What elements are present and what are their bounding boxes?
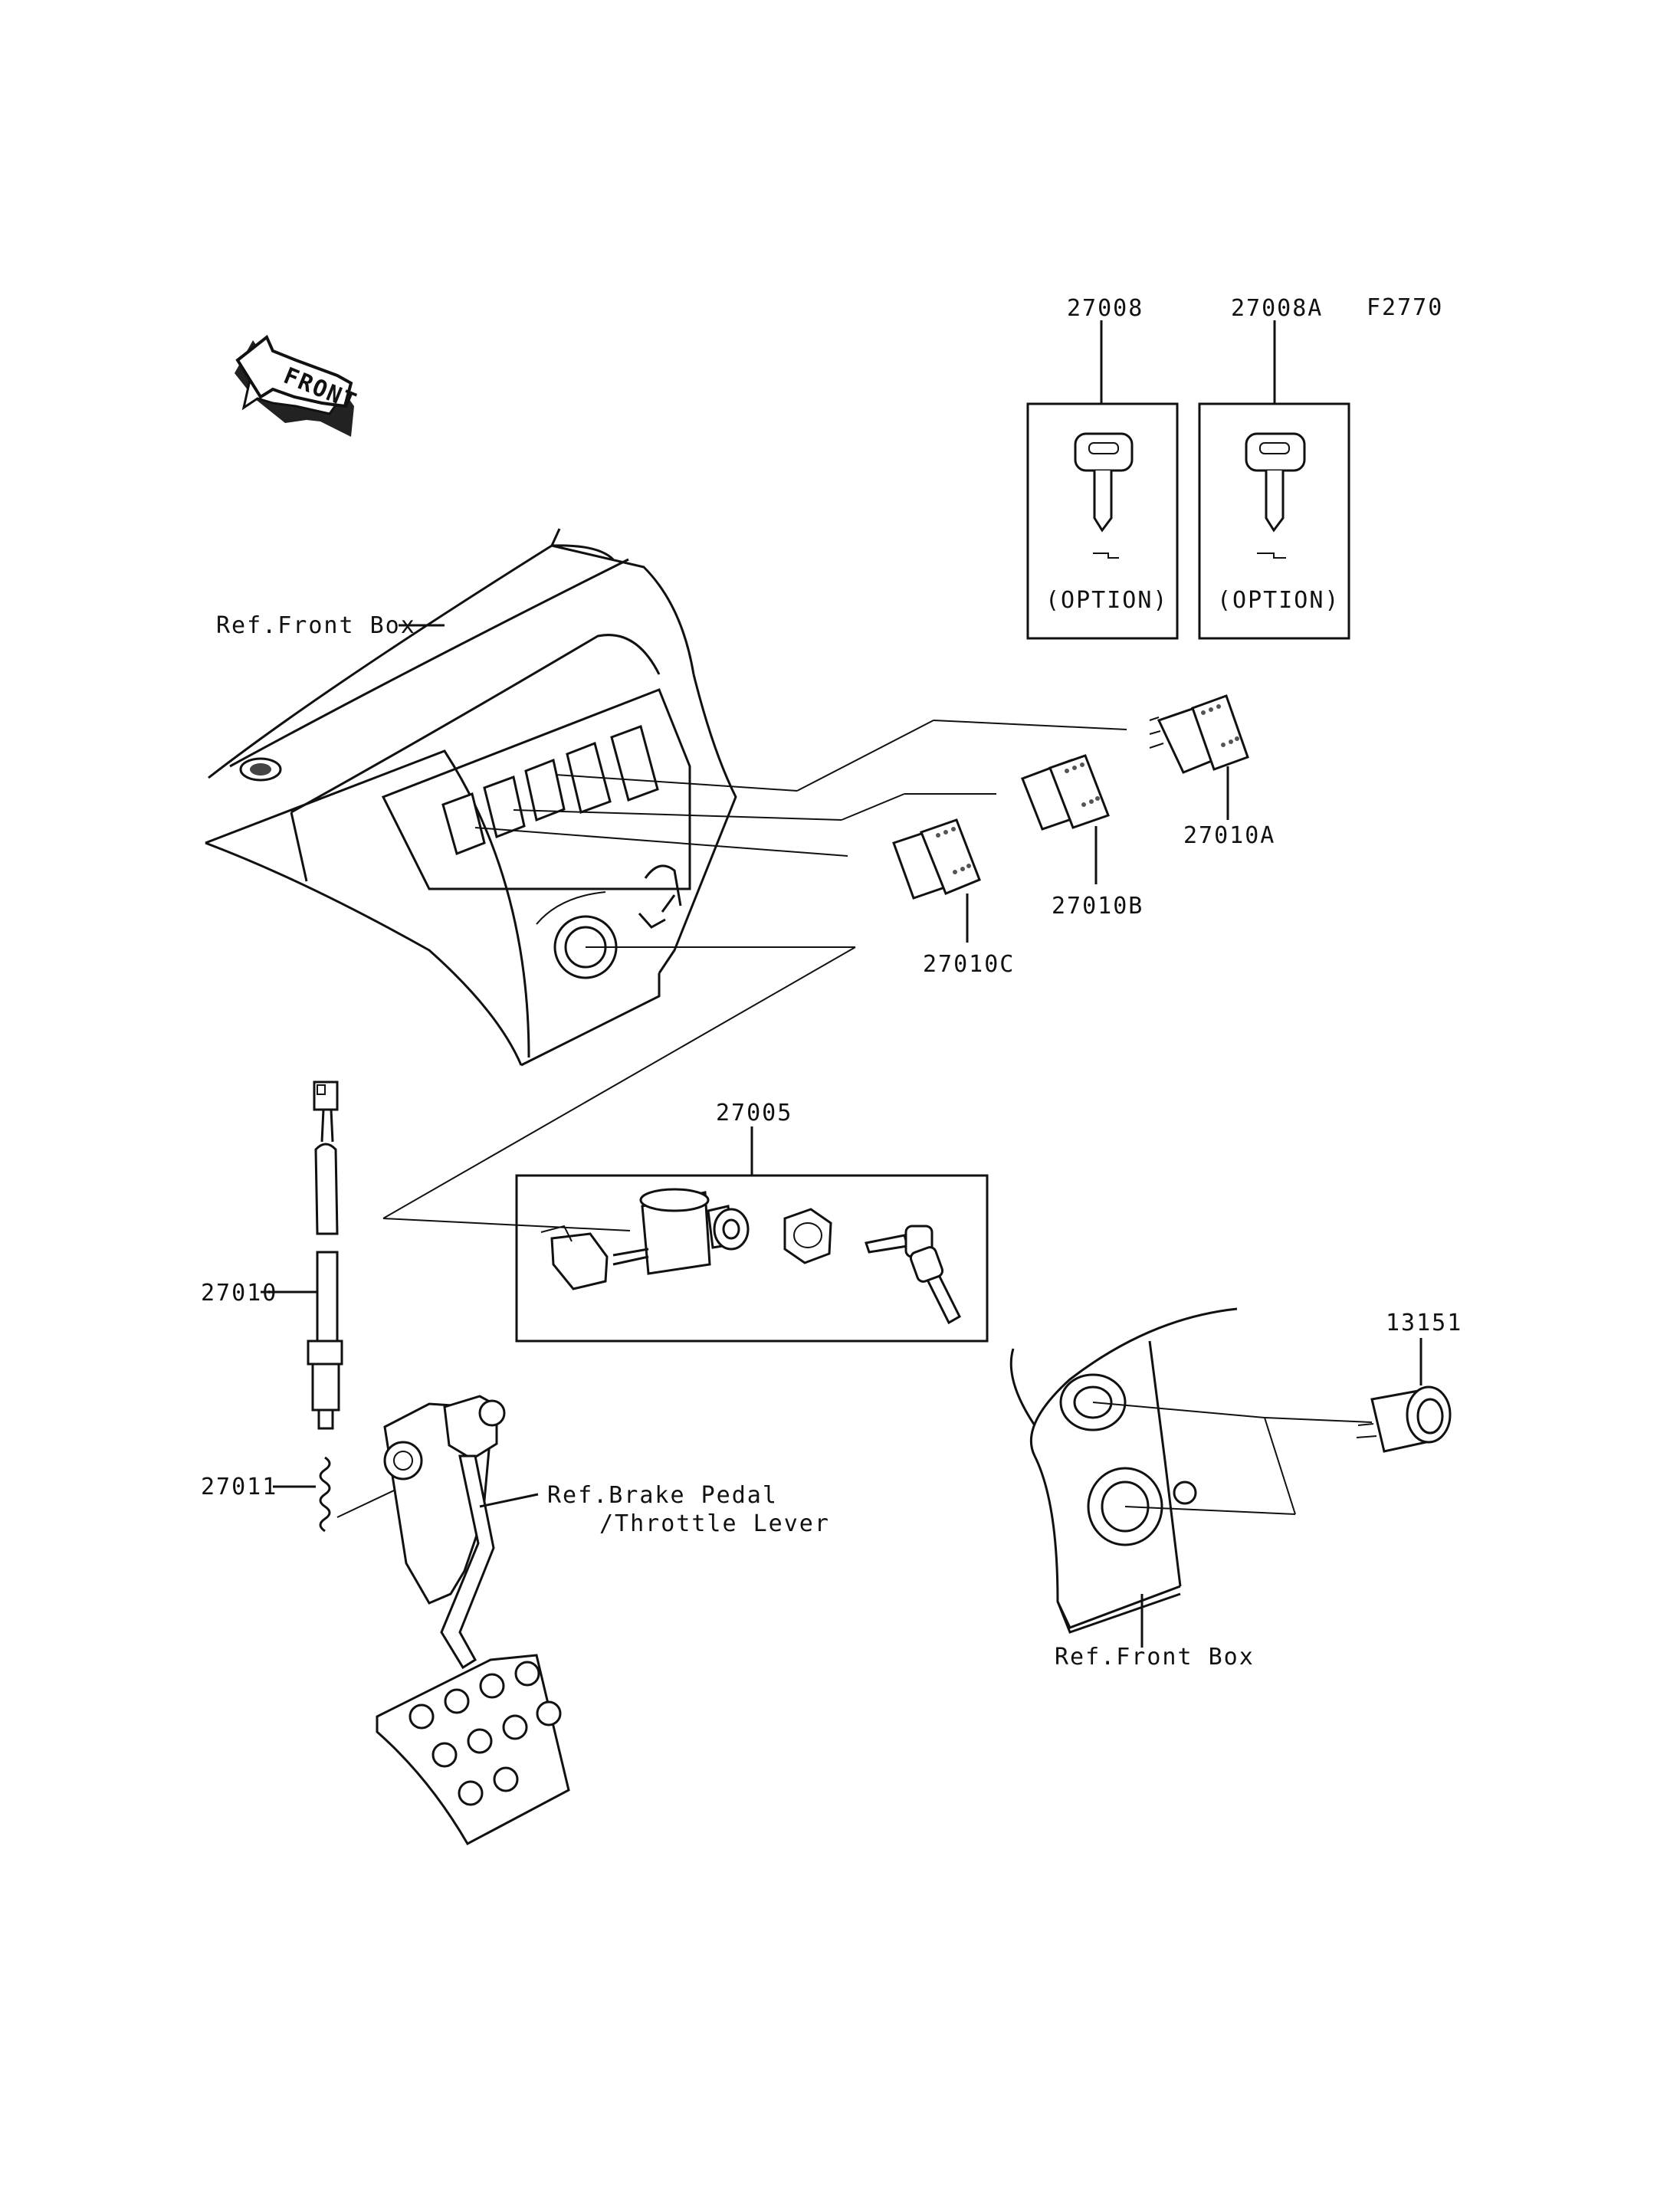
switch-window (441, 725, 659, 855)
key-icon (1245, 432, 1306, 559)
front-arrow-icon: FRONT (235, 334, 361, 437)
option-note-27008a: (OPTION) (1217, 587, 1340, 614)
socket-13151: 13151 (1092, 1310, 1462, 1515)
spring-27011: 27011 (201, 1456, 448, 1533)
rocker-switch-27010a: 27010A (1149, 694, 1275, 849)
part-number-27010a: 27010A (1183, 822, 1275, 849)
rocker-switch-27010b: 27010B (1021, 754, 1144, 920)
figure-code: F2770 (1367, 294, 1443, 321)
ref-brake-pedal-line1: Ref.Brake Pedal (547, 1482, 778, 1509)
key-icon (865, 1225, 961, 1325)
part-number-27011: 27011 (201, 1474, 277, 1500)
part-number-27010b: 27010B (1052, 893, 1144, 920)
part-number-27008a: 27008A (1231, 295, 1323, 322)
ref-front-box-bottom: Ref.Front Box (1055, 1644, 1255, 1671)
brake-switch-27010: 27010 (201, 1080, 343, 1430)
key-icon (1074, 432, 1134, 559)
option-note-27008: (OPTION) (1045, 587, 1169, 614)
ref-front-box-top: Ref.Front Box (216, 612, 416, 639)
part-number-27008: 27008 (1067, 295, 1144, 322)
front-box-lower: Ref.Front Box (1009, 1307, 1255, 1671)
nut-icon (783, 1208, 832, 1264)
key-27008a-group: 27008A (OPTION) (1198, 295, 1350, 640)
ignition-switch-27005: 27005 (515, 1100, 989, 1343)
leader-lines-ignition (382, 946, 856, 1231)
part-number-27010c: 27010C (923, 951, 1015, 978)
part-number-13151: 13151 (1386, 1310, 1462, 1336)
brake-pedal-assembly: Ref.Brake Pedal /Throttle Lever (376, 1395, 830, 1846)
ref-brake-pedal-line2: /Throttle Lever (599, 1510, 830, 1537)
ignition-key-slot-icon (536, 891, 618, 979)
key-27008-group: 27008 (OPTION) (1026, 295, 1179, 640)
part-number-27005: 27005 (716, 1100, 792, 1126)
leader-lines-switches (474, 720, 1127, 857)
rocker-switch-27010c: 27010C (892, 818, 1015, 978)
part-number-27010: 27010 (201, 1280, 277, 1307)
front-box-dashboard: Ref.Front Box (205, 528, 737, 1067)
